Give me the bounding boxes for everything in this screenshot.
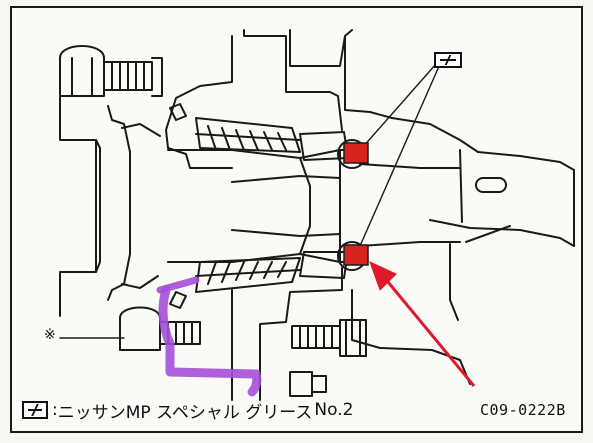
- grease-symbol-icon: [22, 401, 48, 419]
- wheel-nut-bottom: [119, 306, 161, 351]
- outer-bearing-upper-cage: [195, 133, 301, 141]
- knuckle-diagonal: [465, 225, 511, 243]
- knuckle-right-boss: [344, 35, 575, 171]
- wheel-stud-bottom: [159, 321, 201, 345]
- legend-colon: :: [52, 400, 58, 420]
- lower-bolt-collar: [311, 375, 327, 393]
- lower-bolt-head: [289, 371, 313, 397]
- knuckle-bracket-2: [449, 243, 459, 321]
- wheel-stud-collar: [151, 57, 163, 97]
- inner-bearing-lower: [299, 251, 349, 279]
- hub-flange-inner: [121, 123, 161, 137]
- purple-marker-top: [156, 276, 200, 294]
- outer-bearing-lower-rollers: [207, 261, 287, 285]
- grease-highlight-lower: [343, 244, 369, 266]
- seal-lip-upper: [169, 103, 187, 121]
- knuckle-lower-right: [429, 219, 575, 247]
- grease-highlight-upper: [343, 142, 369, 164]
- caliper-bolt-thread: [299, 325, 333, 349]
- outer-bearing-lower-cage: [195, 269, 301, 277]
- outer-bearing-upper-rollers: [207, 125, 287, 151]
- wheel-stud-top-thread: [111, 61, 145, 91]
- knuckle-slot: [475, 177, 507, 193]
- wheel-nut-top-line: [71, 57, 93, 97]
- grease-symbol-icon: [434, 52, 462, 68]
- knuckle-bracket: [459, 149, 463, 223]
- seal-lip-lower: [169, 291, 187, 309]
- legend-number: No.2: [314, 400, 354, 420]
- hub-flange-inner-bottom: [121, 275, 159, 289]
- legend-text: ニッサンMP スペシャル グリース: [57, 402, 313, 423]
- leader-line-2: [359, 63, 441, 247]
- leader-line-1: [361, 63, 437, 149]
- knuckle-inner-bottom: [259, 267, 343, 401]
- caliper-bolt-head-lines: [345, 319, 361, 357]
- knuckle-upper-edge: [243, 29, 343, 131]
- knuckle-housing-outline: [165, 35, 233, 169]
- hub-flange-outline: [59, 95, 101, 317]
- wheel-nut-top: [59, 45, 105, 97]
- spindle-center-upper: [231, 175, 341, 183]
- knuckle-bottom-flange: [351, 289, 471, 385]
- red-pointer-arrow: [369, 261, 476, 387]
- legend: : ニッサンMP スペシャル グリース No.2: [22, 399, 354, 423]
- spindle-center-lower: [231, 229, 341, 237]
- figure-code: C09-0222B: [480, 401, 566, 419]
- purple-marker-path: [158, 285, 262, 397]
- diagram-frame: [10, 6, 583, 433]
- outer-bearing-upper-race: [195, 117, 301, 153]
- spindle-shoulder: [299, 157, 311, 255]
- asterisk-mark: ※: [44, 327, 56, 343]
- knuckle-top-flange: [289, 29, 353, 67]
- outer-bearing-lower-race: [195, 257, 301, 293]
- hub-flange-face: [107, 105, 131, 301]
